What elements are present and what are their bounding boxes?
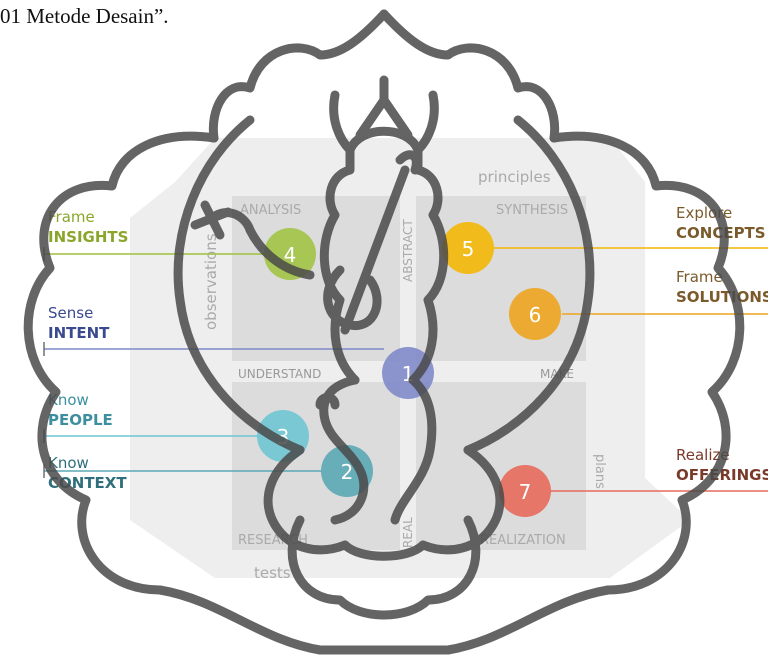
quadrant-label-analysis: ANALYSIS <box>240 203 301 218</box>
axis-label-principles: principles <box>478 168 551 186</box>
mode-number-6: 6 <box>529 303 542 327</box>
quadrant-research <box>232 382 400 550</box>
axis-label-observations: observations <box>202 233 220 330</box>
mode-noun-insights: INSIGHTS <box>48 228 128 246</box>
axis-label-plans: plans <box>592 454 607 489</box>
mode-circle-7: 7 <box>499 465 551 517</box>
mode-noun-people: PEOPLE <box>48 411 113 429</box>
mode-verb-intent: Sense <box>48 304 93 322</box>
axis-label-tests: tests <box>254 564 291 582</box>
mode-circle-6: 6 <box>509 288 561 340</box>
quadrant-analysis <box>232 196 400 361</box>
quadrant-label-synthesis: SYNTHESIS <box>496 203 568 218</box>
mode-noun-intent: INTENT <box>48 324 110 342</box>
mode-number-5: 5 <box>462 237 475 261</box>
mode-noun-solutions: SOLUTIONS <box>676 288 768 306</box>
quadrant-label-realization: REALIZATION <box>480 533 566 548</box>
mode-number-7: 7 <box>519 480 532 504</box>
axis-label-understand: UNDERSTAND <box>238 367 321 381</box>
mode-circle-5: 5 <box>442 222 494 274</box>
axis-label-abstract: ABSTRACT <box>401 219 415 282</box>
axis-label-real: REAL <box>401 517 415 548</box>
quadrant-realization <box>416 382 586 550</box>
